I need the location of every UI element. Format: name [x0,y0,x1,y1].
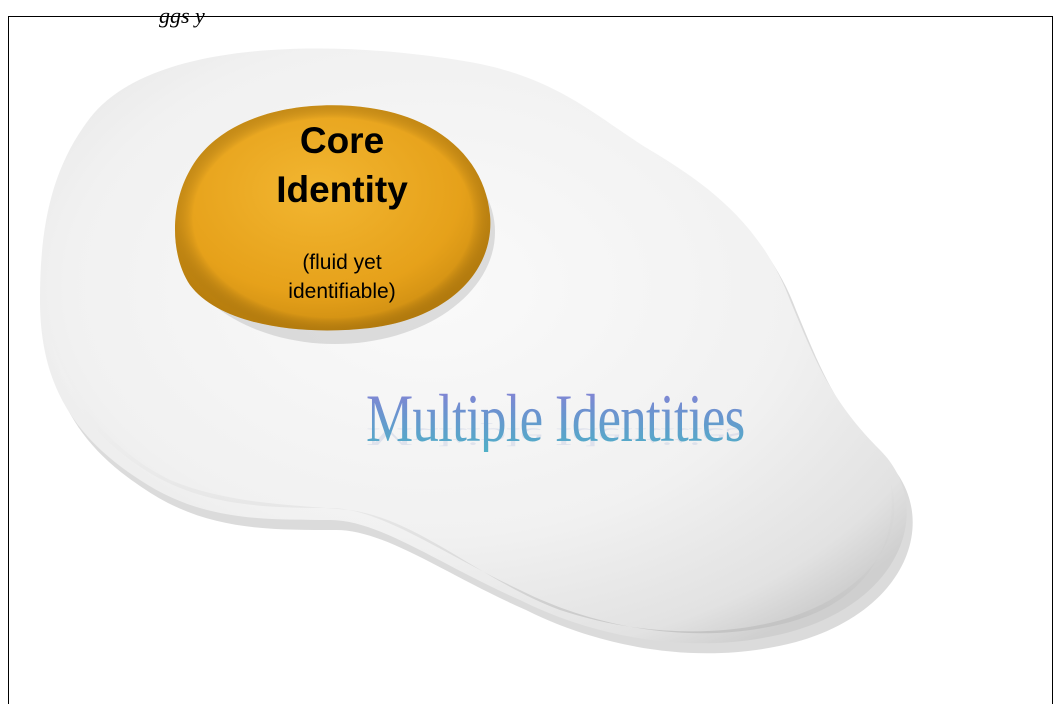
partial-caption: ggs y [159,3,205,28]
yolk-rim [175,105,491,331]
multiple-identities-label: Multiple Identities [366,380,745,456]
core-subtitle-line2: identifiable) [288,280,396,303]
content-frame: ggs y [8,3,1053,704]
core-identity-title: Core Identity [232,116,452,214]
core-identity-subtitle: (fluid yet identifiable) [232,248,452,306]
egg-white [40,48,907,644]
core-title-line2: Identity [276,169,408,210]
core-subtitle-line1: (fluid yet [302,251,382,274]
core-title-line1: Core [299,120,385,161]
